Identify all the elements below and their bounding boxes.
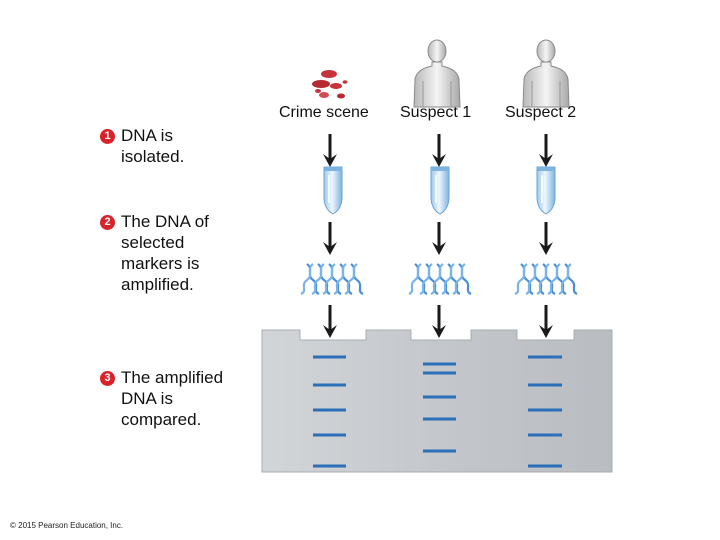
step-2-line-1: The DNA of [121, 212, 209, 231]
gel-slab [261, 329, 613, 473]
step-2-badge: 2 [100, 215, 115, 230]
gel-lane-suspect-1 [423, 362, 456, 453]
step-3-line-3: compared. [121, 410, 202, 429]
gel-lane-suspect-2 [528, 355, 562, 468]
arrow-icon [430, 132, 448, 169]
test-tube-icon [536, 166, 556, 215]
copyright-notice: © 2015 Pearson Education, Inc. [10, 521, 124, 530]
suspect-1-person-icon [413, 39, 461, 108]
blood-drop-icon [312, 70, 348, 99]
step-2-line-3: markers is [121, 254, 200, 273]
dna-helix-icon [513, 262, 579, 296]
arrow-icon [430, 303, 448, 340]
step-1-badge: 1 [100, 129, 115, 144]
dna-helix-icon [299, 262, 365, 296]
arrow-icon [321, 303, 339, 340]
step-2-line-4: amplified. [121, 275, 194, 294]
step-3-line-1: The amplified [121, 368, 224, 387]
step-3-line-2: DNA is [121, 389, 173, 408]
step-1: 1 DNA is isolated. [100, 125, 184, 167]
dna-helix-icon [407, 262, 473, 296]
column-label-suspect-2: Suspect 2 [505, 104, 577, 121]
gel-lane-crime-scene [313, 355, 346, 468]
step-2: 2 The DNA of selected markers is amplified. [100, 211, 209, 295]
arrow-icon [321, 132, 339, 169]
column-label-crime-scene: Crime scene [279, 104, 369, 121]
step-2-line-2: selected [121, 233, 185, 252]
test-tube-icon [323, 166, 343, 215]
arrow-icon [321, 220, 339, 257]
arrow-icon [537, 303, 555, 340]
test-tube-icon [430, 166, 450, 215]
arrow-icon [537, 132, 555, 169]
column-label-suspect-1: Suspect 1 [400, 104, 472, 121]
arrow-icon [430, 220, 448, 257]
suspect-2-person-icon [522, 39, 570, 108]
step-1-line-1: DNA is [121, 126, 173, 145]
step-3-badge: 3 [100, 371, 115, 386]
arrow-icon [537, 220, 555, 257]
step-1-line-2: isolated. [121, 147, 185, 166]
